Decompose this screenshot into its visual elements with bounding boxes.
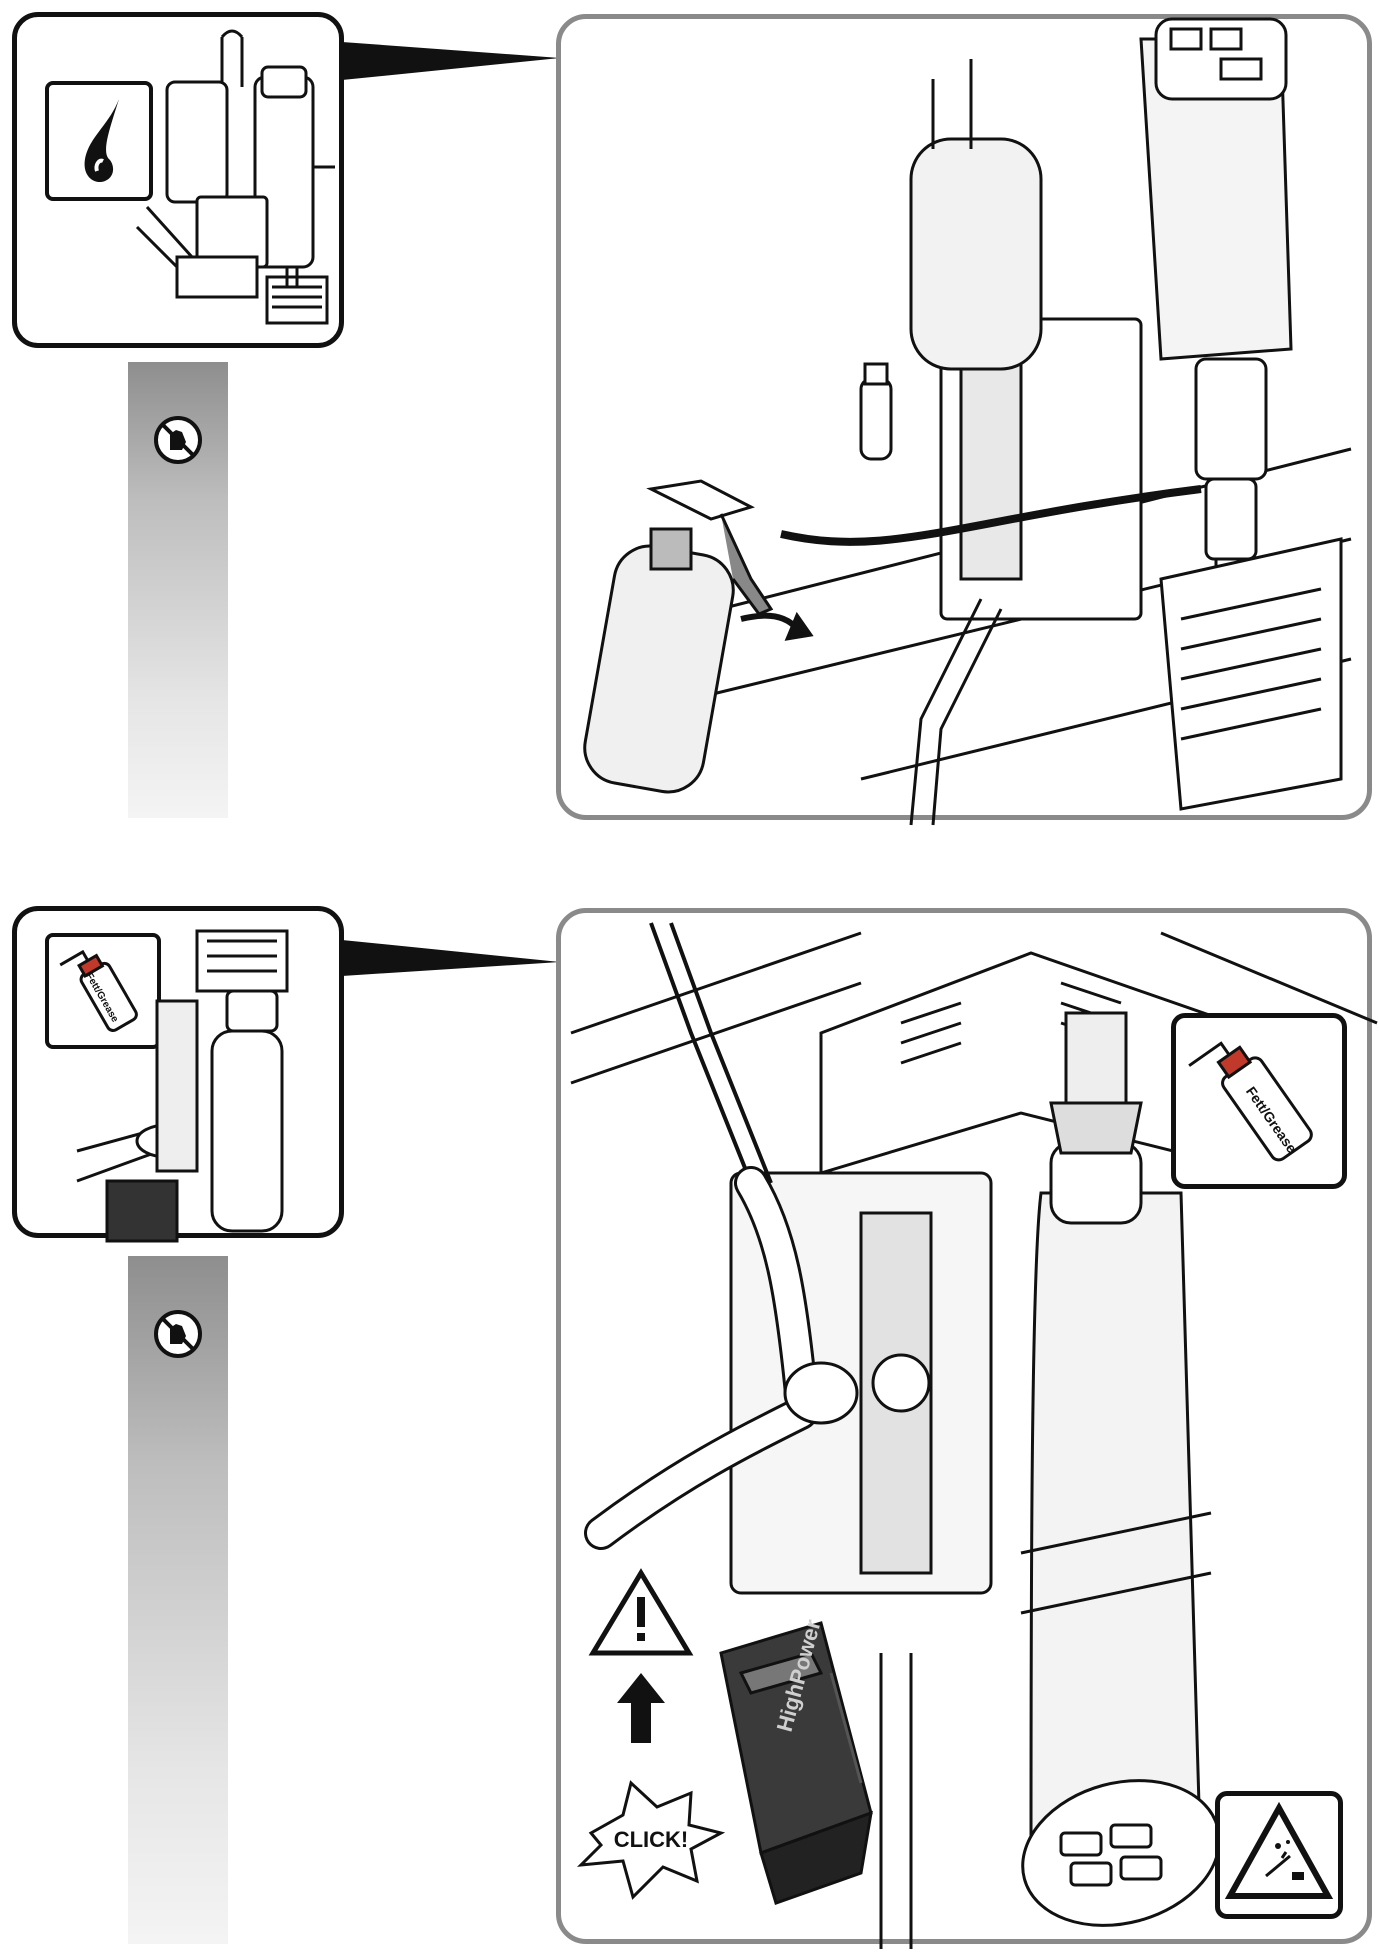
grease-spray-can-icon-large: Fett/Grease [1188,1041,1313,1162]
step1-main-panel [556,14,1372,826]
click-label: CLICK! [614,1827,689,1852]
step2-main-panel: HighPower CLICK! Fett/Grease [556,908,1378,1949]
grease-spray-can-icon: Fett/Grease [45,933,161,1049]
up-arrow-icon [617,1673,665,1743]
click-burst: CLICK! [576,1780,726,1900]
step2-thumbnail-panel: Fett/Grease [12,906,344,1243]
no-touch-hand-icon [154,1310,202,1358]
oil-drop-icon [45,81,153,201]
drill-lubrication-scene [583,17,1352,826]
step1-thumbnail-panel [12,12,344,348]
drill-thumbnail-drawing-2 [76,929,289,1243]
warning-triangle-icon [588,1568,694,1656]
drill-battery-scene: HighPower CLICK! [570,922,1378,1949]
grease-callout-box: Fett/Grease [1171,1013,1347,1189]
step1-side-bar [128,362,228,818]
flying-debris-warning-icon [1215,1791,1343,1919]
step2-side-bar [128,1256,228,1944]
drill-thumbnail-drawing [135,29,335,325]
no-touch-hand-icon [154,416,202,464]
